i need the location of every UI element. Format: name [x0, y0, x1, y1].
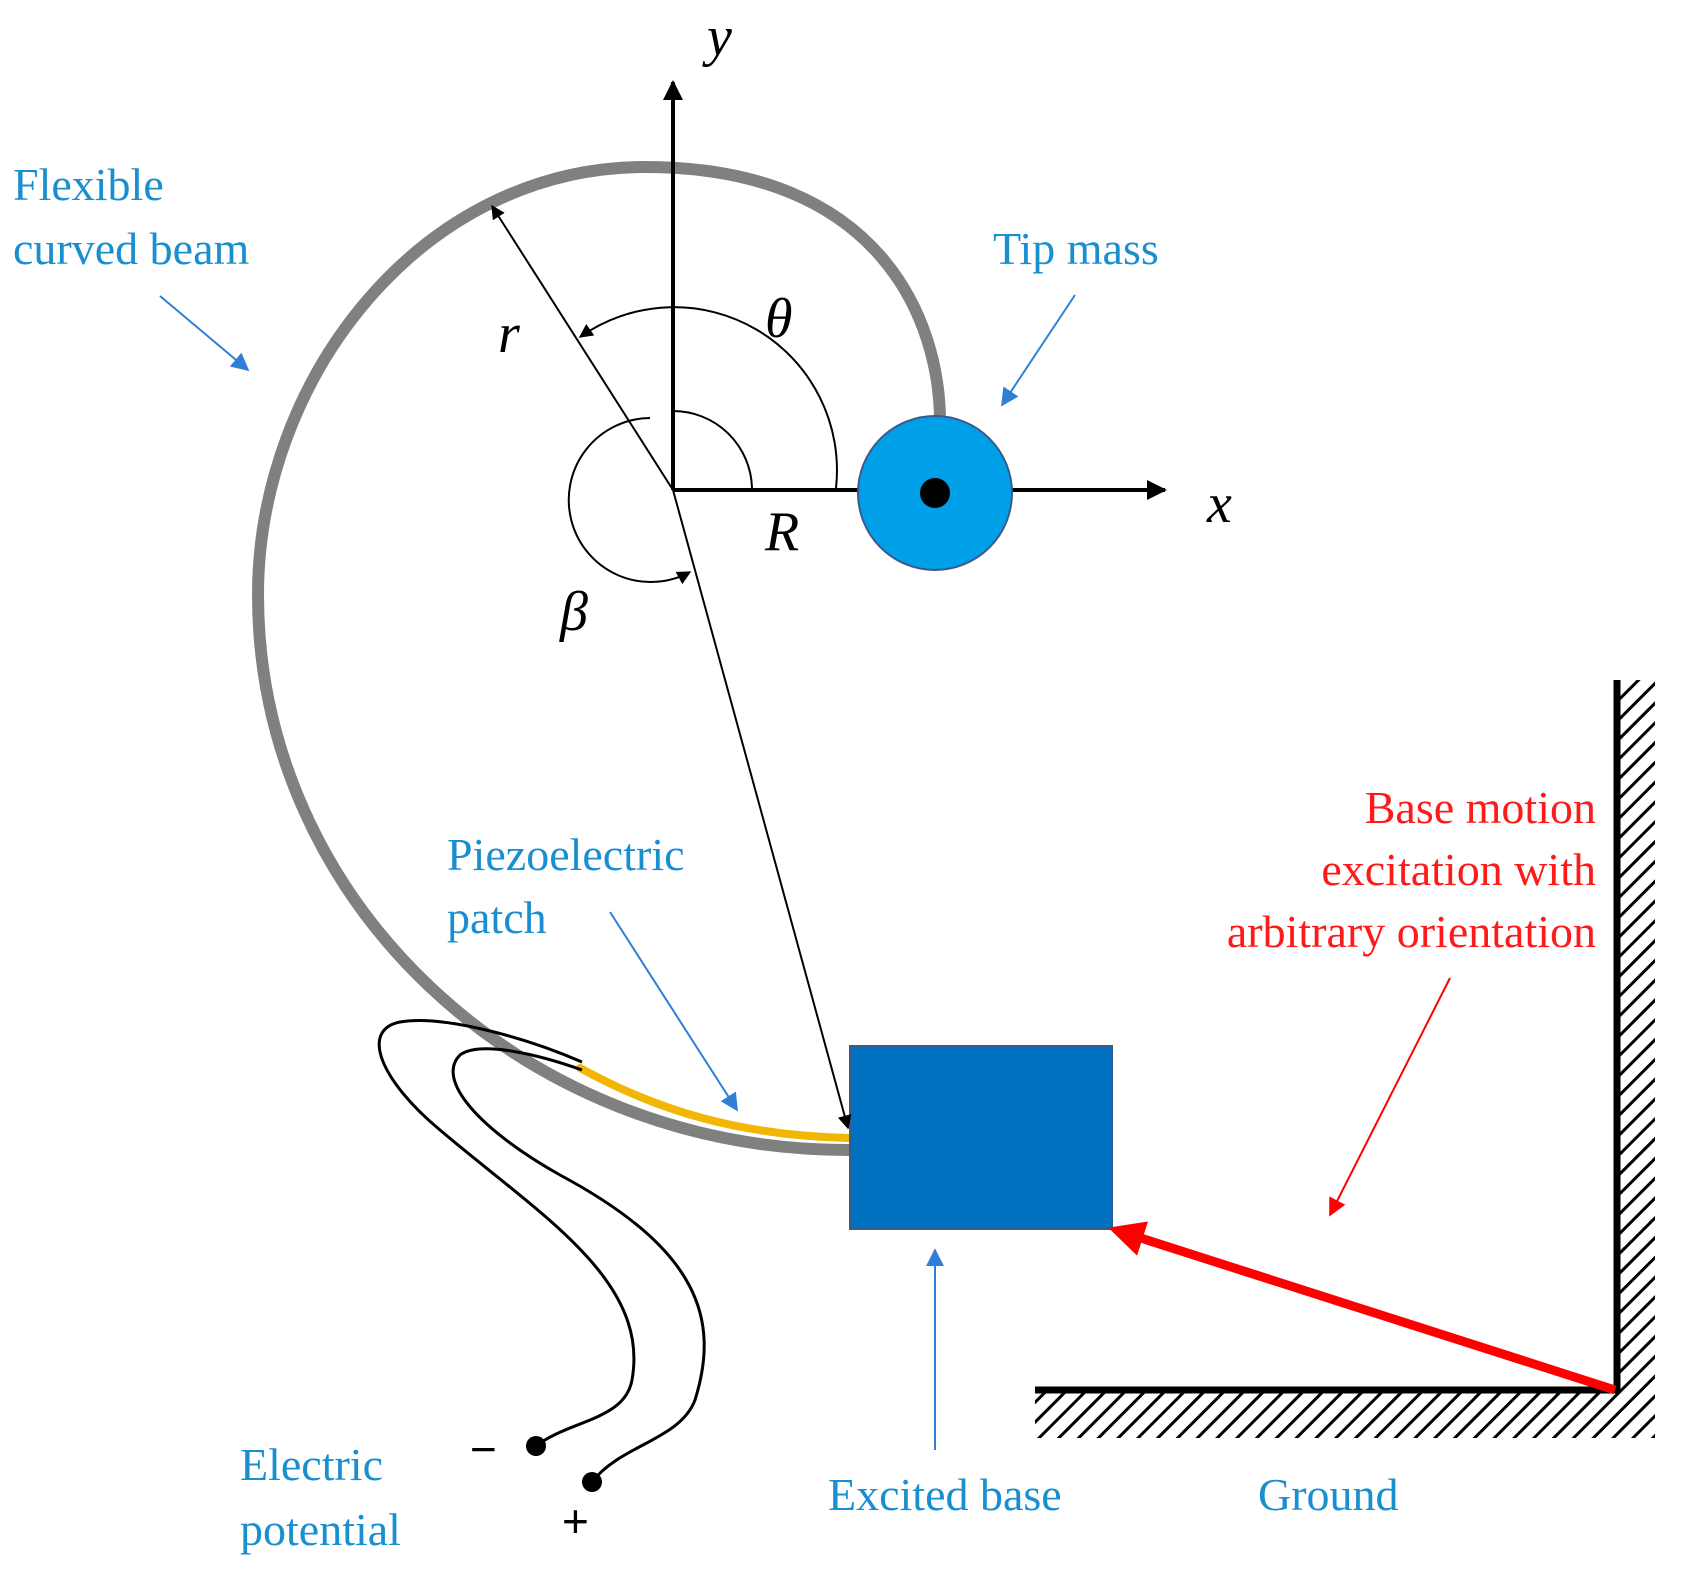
- beta-label: β: [559, 581, 588, 643]
- tip-mass-center: [920, 478, 950, 508]
- ground-edge: [1035, 680, 1621, 1394]
- excited-base-label: Excited base: [828, 1469, 1062, 1520]
- beta-arc: [567, 417, 692, 585]
- tip-mass-pointer-arrow: [1001, 294, 1076, 407]
- base-motion-label-line2: excitation with: [1321, 844, 1596, 895]
- ground-structure: [1035, 680, 1655, 1438]
- x-axis-label: x: [1206, 473, 1232, 535]
- base-motion-label-line1: Base motion: [1365, 782, 1596, 833]
- ground-floor-hatch: [1035, 1393, 1615, 1438]
- positive-terminal: [582, 1472, 602, 1492]
- ground-wall-hatch: [1615, 680, 1655, 1438]
- flexible-beam-label-line2: curved beam: [13, 223, 249, 274]
- tip-mass-label: Tip mass: [993, 223, 1159, 274]
- y-axis-label: y: [702, 6, 732, 68]
- beam-pointer-arrow: [159, 295, 250, 372]
- flexible-curved-beam: [251, 160, 946, 1156]
- patch-pointer-arrow: [609, 911, 738, 1112]
- wire-negative: [377, 1019, 636, 1448]
- piezoelectric-patch: [576, 1064, 852, 1142]
- minus-sign: −: [470, 1423, 497, 1475]
- R-arc: [672, 410, 753, 489]
- plus-sign: +: [562, 1495, 589, 1547]
- theta-label: θ: [765, 288, 793, 350]
- piezo-label-line1: Piezoelectric: [447, 829, 685, 880]
- flexible-beam-label-line1: Flexible: [13, 159, 164, 210]
- wire-positive: [451, 1047, 706, 1483]
- electric-label-line1: Electric: [240, 1439, 383, 1490]
- excitation-arrow: [1108, 1221, 1617, 1395]
- theta-arc: [578, 306, 838, 489]
- excited-base-block: [849, 1045, 1113, 1230]
- electric-label-line2: potential: [240, 1504, 401, 1555]
- electrode-wires: [377, 1019, 706, 1492]
- R-label: R: [764, 501, 799, 563]
- radius-r-line: [491, 204, 674, 491]
- excitation-label-pointer-arrow: [1329, 977, 1451, 1217]
- negative-terminal: [526, 1436, 546, 1456]
- base-motion-label-line3: arbitrary orientation: [1227, 906, 1596, 957]
- piezo-label-line2: patch: [447, 892, 547, 943]
- radius-to-base-line: [672, 489, 852, 1130]
- ground-label: Ground: [1258, 1469, 1399, 1520]
- r-label: r: [498, 303, 520, 365]
